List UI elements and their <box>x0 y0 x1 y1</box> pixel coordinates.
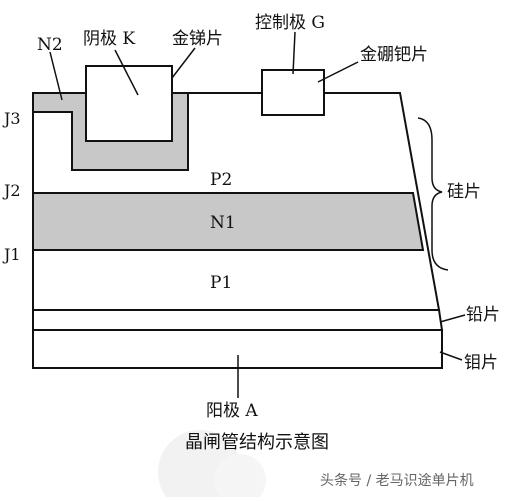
label-gate: 控制极 G <box>255 13 325 33</box>
label-lead: 铅片 <box>466 305 500 325</box>
gold-boron-leader <box>317 61 359 83</box>
label-silicon: 硅片 <box>447 182 481 202</box>
label-n2: N2 <box>37 35 63 55</box>
lead-leader <box>439 314 466 323</box>
label-p1: P1 <box>210 273 232 293</box>
watermark-text: 头条号 / 老马识途单片机 <box>320 472 474 489</box>
n2-leader <box>49 51 63 101</box>
watermark-logo <box>158 430 266 501</box>
label-gold-boron-palladium: 金硼钯片 <box>360 45 428 65</box>
molybdenum-leader <box>439 351 463 361</box>
label-j1: J1 <box>2 245 21 264</box>
label-anode: 阳极 A <box>206 401 258 421</box>
label-j3: J3 <box>2 109 21 128</box>
label-p2: P2 <box>210 170 232 190</box>
lead-sheet <box>32 309 444 331</box>
label-n1: N1 <box>210 213 236 233</box>
label-j2: J2 <box>2 181 21 200</box>
label-molybdenum: 钼片 <box>464 353 498 373</box>
gate-electrode <box>261 69 325 116</box>
label-cathode: 阴极 K <box>83 29 135 49</box>
cathode-leader <box>114 49 139 96</box>
silicon-bracket <box>417 117 449 271</box>
diagram-caption: 晶闸管结构示意图 <box>185 432 329 453</box>
n1-region <box>32 192 425 251</box>
gold-antimony-leader <box>171 47 196 79</box>
label-gold-antimony: 金锑片 <box>172 29 223 49</box>
molybdenum-sheet <box>32 329 443 369</box>
gate-leader <box>292 31 296 75</box>
